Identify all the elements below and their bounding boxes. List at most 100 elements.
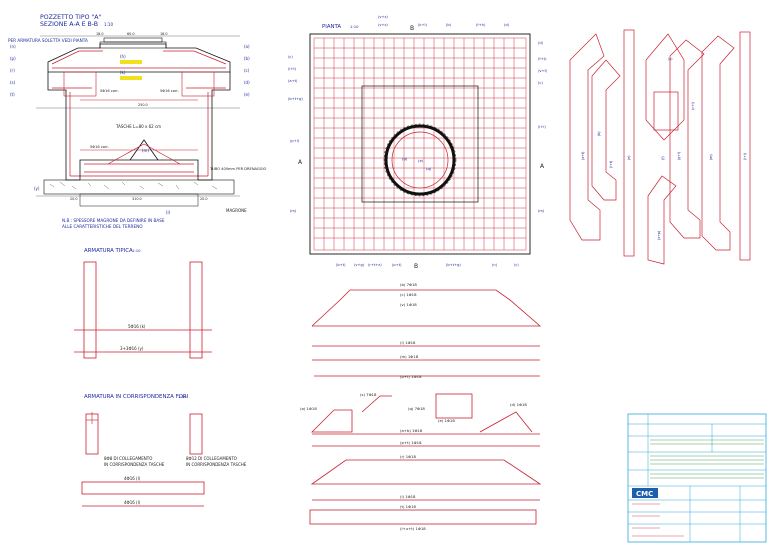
side-label-11: (p) (668, 57, 673, 61)
schedule-item-3: (v) 1Φ18 (400, 302, 417, 307)
openings-bar-2: 4Φ16 (l) (124, 500, 141, 505)
title-block: CMC (627, 413, 767, 543)
letter-p: (p) (10, 56, 16, 61)
side-label-3: (l+t) (609, 161, 613, 168)
plan-top-label-6: (d) (504, 23, 510, 27)
openings-reinforcement: ARMATURA IN CORRISPONDENZA FORI 1:10 8Φ8… (81, 394, 247, 507)
plan-bottom-label-2: (v+g) (354, 263, 365, 267)
section-title-1: POZZETTO TIPO "A" (40, 14, 102, 21)
plan-right-label-1: (d) (538, 41, 544, 45)
plan-top-label-5: (f+h) (476, 23, 486, 27)
side-label-9: (l+l) (743, 153, 747, 160)
center-label-q: (q) (426, 166, 432, 171)
letter-s: (s) (10, 80, 16, 85)
plan-right-label-4: (c) (538, 81, 543, 85)
letter-c: (c) (244, 68, 250, 73)
plan-view: PIANTA 1:10 (g) (e) (q) A A B B (v+z) (v… (288, 15, 548, 270)
side-label-6: (g+l) (677, 152, 681, 160)
letter-y: (y) (34, 186, 40, 191)
section-mark-a-left: A (298, 159, 303, 166)
schedule-item-9: (d) 1Φ18 (510, 402, 527, 407)
bar-label-3: 5Φ16 corr. (90, 145, 109, 149)
openings-note-right-2: IN CORRISPONDENZA TASCHE (186, 462, 247, 467)
schedule-item-12: (a+b) 1Φ18 (400, 428, 423, 433)
schedule-item-14: (r) 1Φ18 (400, 454, 417, 459)
schedule-item-4: (l) 1Φ18 (400, 340, 416, 345)
plan-bottom-label-4: (p+t) (392, 263, 402, 267)
plan-right-label-5: (l+l) (538, 125, 546, 129)
plan-scale: 1:10 (350, 24, 359, 29)
openings-scale: 1:10 (178, 394, 187, 399)
magrone-label: MAGRONE (226, 208, 247, 213)
schedule-item-8: (q) 7Φ18 (408, 406, 425, 411)
center-label-e: (e) (418, 158, 424, 163)
nb-line-1: N.B.: SPESSORE MAGRONE DA DEFINIRE IN BA… (62, 218, 165, 223)
letter-h: (h) (120, 54, 126, 59)
company-logo: CMC (636, 490, 653, 498)
plan-top-label-2: (v+z) (378, 23, 388, 27)
schedule-item-6: (a) 1Φ18 (300, 406, 317, 411)
side-label-10: (c+l) (691, 102, 695, 110)
plan-right-label-3: (v+f) (538, 69, 548, 73)
schedule-item-5: (p+t) 1Φ18 (400, 374, 422, 379)
dim-1: 18.0 (96, 32, 104, 36)
openings-note-right-1: 8Φ12 DI COLLEGAMENTO (186, 456, 237, 461)
plan-left-label-1: (c) (288, 55, 293, 59)
section-mark-a-right: A (540, 163, 545, 170)
schedule-item-1: (b) 7Φ18 (400, 282, 417, 287)
typical-scale: 1:10 (132, 248, 141, 253)
side-label-4: (e) (627, 156, 631, 160)
plan-top-label-1: (v+z) (378, 15, 388, 19)
openings-note-left-2: IN CORRISPONDENZA TASCHE (104, 462, 165, 467)
typical-bar-2: 3+3Φ16 (y) (120, 346, 144, 351)
side-label-5: (f) (661, 156, 665, 160)
dim-7: 250.0 (138, 103, 148, 107)
plan-left-label-5: (p+l) (290, 139, 300, 143)
schedule-item-11: (s) 7Φ18 (360, 392, 377, 397)
plan-left-label-2: (l+t) (288, 67, 297, 71)
plan-bottom-label-5: (b+t+g) (446, 263, 461, 267)
schedule-item-13: (p+t) 1Φ18 (400, 440, 422, 445)
schedule-item-2: (c) 1Φ18 (400, 292, 417, 297)
plan-top-label-3: (k+l) (418, 23, 427, 27)
plan-right-label-6: (m) (538, 209, 545, 213)
section-note-left: PER ARMATURA SOLETTA VEDI PIANTA (8, 38, 88, 43)
dim-6: 310.0 (132, 197, 142, 201)
openings-note-left-1: 8Φ8 DI COLLEGAMENTO (104, 456, 152, 461)
letter-m: (m) (142, 148, 149, 153)
letter-t: (t) (10, 92, 15, 97)
schedule-item-16: (t) 1Φ18 (400, 504, 416, 509)
letter-d: (d) (244, 80, 250, 85)
plan-left-label-3: (a+t) (288, 79, 298, 83)
openings-title: ARMATURA IN CORRISPONDENZA FORI (84, 394, 189, 400)
section-title-2: SEZIONE A-A E B-B (40, 21, 98, 28)
section-mark-b-bottom: B (414, 263, 418, 270)
plan-left-label-4: (b+t+g) (288, 97, 303, 101)
plan-bottom-label-6: (n) (492, 263, 498, 267)
side-bar-shapes: (a+t) (b) (l+t) (e) (f) (g+l) (a+p) (m) … (569, 29, 751, 265)
schedule-item-10: (e) 1Φ18 (438, 418, 455, 423)
bar-label-1: 5Φ16 corr. (100, 89, 119, 93)
section-view: POZZETTO TIPO "A" SEZIONE A-A E B-B 1:10… (8, 14, 267, 229)
plan-bottom-label-1: (b+t) (336, 263, 346, 267)
section-scale: 1:10 (104, 22, 113, 27)
section-mark-b-top: B (410, 25, 414, 32)
letter-l: (l) (166, 210, 171, 215)
dim-4: 20.0 (70, 197, 78, 201)
plan-bottom-label-3: (r+t+z) (368, 263, 382, 267)
bar-label-2: 5Φ16 corr. (160, 89, 179, 93)
nb-line-2: ALLE CARATTERISTICHE DEL TERRENO (62, 224, 143, 229)
schedule-item-17: (l+u+t) 1Φ18 (400, 526, 426, 531)
openings-bar-1: 4Φ16 (l) (124, 476, 141, 481)
plan-top-label-4: (b) (446, 23, 452, 27)
dim-2: 60.0 (127, 32, 135, 36)
center-label-g: (g) (402, 156, 408, 161)
side-label-2: (b) (597, 131, 601, 136)
pockets-note: TASCHE L=80 x 62 cm (115, 124, 161, 129)
dim-5: 20.0 (200, 197, 208, 201)
pipe-note: TUBO 400mm PER DRENAGGIO (209, 167, 267, 171)
bar-schedule: (b) 7Φ18 (c) 1Φ18 (v) 1Φ18 (l) 1Φ18 (p+t… (300, 282, 542, 531)
schedule-item-7: (m) 1Φ18 (400, 354, 419, 359)
schedule-item-15: (l) 1Φ18 (400, 494, 416, 499)
letter-b: (b) (244, 56, 250, 61)
